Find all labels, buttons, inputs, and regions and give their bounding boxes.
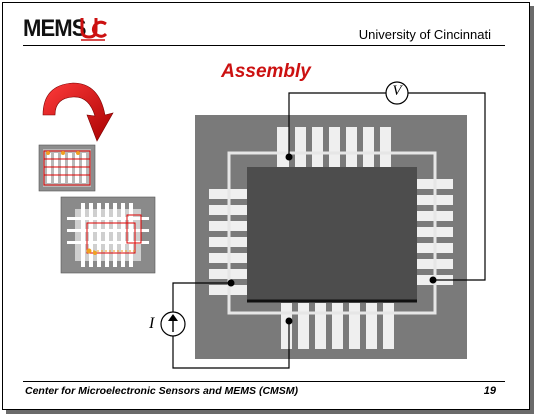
header-divider [23,45,505,46]
chip-thumbnail-top [38,144,96,192]
current-source-label: I [149,315,155,332]
slide: MEMS University of Cincinnati Assembly [2,2,530,410]
current-source-icon [160,311,186,337]
package-photo [195,115,467,359]
logo-text: MEMS [23,15,86,42]
left-pads [209,189,253,295]
bottom-pads [281,303,394,349]
assembly-figure [38,81,486,369]
slide-title: Assembly [221,61,311,82]
university-name: University of Cincinnati [358,27,491,42]
mems-logo: MEMS [23,11,113,45]
voltmeter-label: V [392,83,402,99]
uc-logo-icon [80,18,107,41]
flip-arrow-icon [42,82,114,142]
voltmeter-wires [288,92,486,281]
page-number: 19 [483,385,496,397]
footer-divider [23,381,505,382]
voltmeter-icon [385,81,409,105]
current-source-wires [172,282,290,369]
footer-center-name: Center for Microelectronic Sensors and M… [25,385,299,397]
chip-thumbnail-bottom [60,196,156,274]
